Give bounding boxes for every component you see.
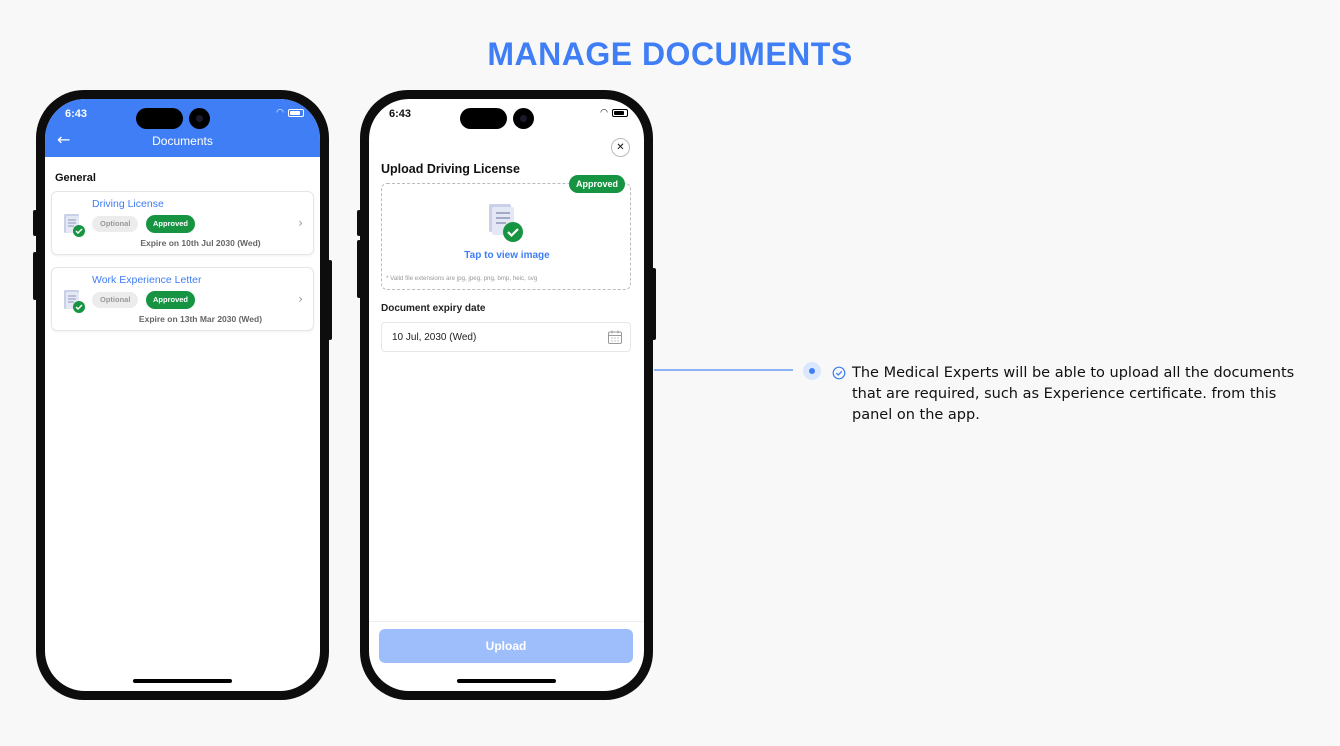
- upload-title: Upload Driving License: [381, 162, 520, 176]
- back-arrow-icon[interactable]: ←: [57, 130, 71, 149]
- approved-badge: Approved: [568, 175, 625, 193]
- optional-badge: Optional: [92, 216, 139, 232]
- callout-dot: [803, 362, 821, 380]
- phone-screen: 6:43 ◠ ← Documents General Driving Licen…: [45, 99, 320, 691]
- callout-description: The Medical Experts will be able to uplo…: [852, 365, 1295, 423]
- wifi-icon: ◠: [600, 108, 608, 118]
- dynamic-island: [460, 108, 507, 129]
- document-approved-icon: [64, 290, 85, 313]
- check-circle-icon: [832, 366, 846, 380]
- document-name: Driving License: [92, 198, 164, 210]
- phone-screen: 6:43 ◠ ✕ Upload Driving License Approved…: [369, 99, 644, 691]
- side-button: [357, 210, 361, 236]
- phone-upload-document: 6:43 ◠ ✕ Upload Driving License Approved…: [357, 90, 656, 700]
- section-label: General: [55, 172, 96, 184]
- document-approved-icon: [489, 204, 523, 242]
- approved-badge: Approved: [146, 291, 196, 309]
- status-time: 6:43: [65, 108, 88, 120]
- optional-badge: Optional: [92, 292, 139, 308]
- app-header: 6:43 ◠ ← Documents: [45, 99, 320, 157]
- side-button: [357, 240, 361, 298]
- camera: [189, 108, 210, 129]
- file-extension-hint: * Valid file extensions are jpg, jpeg, p…: [386, 275, 538, 282]
- upload-button[interactable]: Upload: [379, 629, 633, 663]
- side-button: [33, 252, 37, 300]
- expiry-date-field[interactable]: 10 Jul, 2030 (Wed): [381, 322, 631, 352]
- dynamic-island: [136, 108, 183, 129]
- approved-badge: Approved: [146, 215, 196, 233]
- tap-to-view-link[interactable]: Tap to view image: [464, 250, 550, 261]
- document-approved-icon: [64, 214, 85, 237]
- battery-icon: [612, 109, 628, 117]
- status-icons: ◠: [600, 108, 628, 118]
- battery-icon: [288, 109, 304, 117]
- phone-documents-list: 6:43 ◠ ← Documents General Driving Licen…: [33, 90, 332, 700]
- camera: [513, 108, 534, 129]
- document-name: Work Experience Letter: [92, 274, 202, 286]
- close-button[interactable]: ✕: [611, 138, 630, 157]
- document-card-work-experience[interactable]: Work Experience Letter Optional Approved…: [51, 267, 314, 331]
- home-indicator: [133, 679, 232, 683]
- image-upload-area[interactable]: Approved Tap to view image * Valid file …: [381, 175, 631, 290]
- calendar-icon[interactable]: [607, 329, 623, 345]
- power-button: [652, 268, 656, 340]
- document-card-driving-license[interactable]: Driving License Optional Approved Expire…: [51, 191, 314, 255]
- chevron-right-icon: ›: [298, 292, 303, 306]
- expiry-text: Expire on 10th Jul 2030 (Wed): [140, 238, 261, 248]
- callout-connector-line: [654, 369, 793, 371]
- page-title: MANAGE DOCUMENTS: [487, 36, 853, 72]
- expiry-date-label: Document expiry date: [381, 303, 486, 314]
- divider: [369, 621, 644, 622]
- chevron-right-icon: ›: [298, 216, 303, 230]
- expiry-date-value: 10 Jul, 2030 (Wed): [392, 332, 477, 343]
- status-icons: ◠: [276, 108, 304, 118]
- expiry-text: Expire on 13th Mar 2030 (Wed): [138, 314, 263, 324]
- side-button: [33, 210, 37, 236]
- wifi-icon: ◠: [276, 108, 284, 118]
- home-indicator: [457, 679, 556, 683]
- power-button: [328, 260, 332, 340]
- status-time: 6:43: [389, 108, 412, 120]
- header-title: Documents: [152, 134, 213, 148]
